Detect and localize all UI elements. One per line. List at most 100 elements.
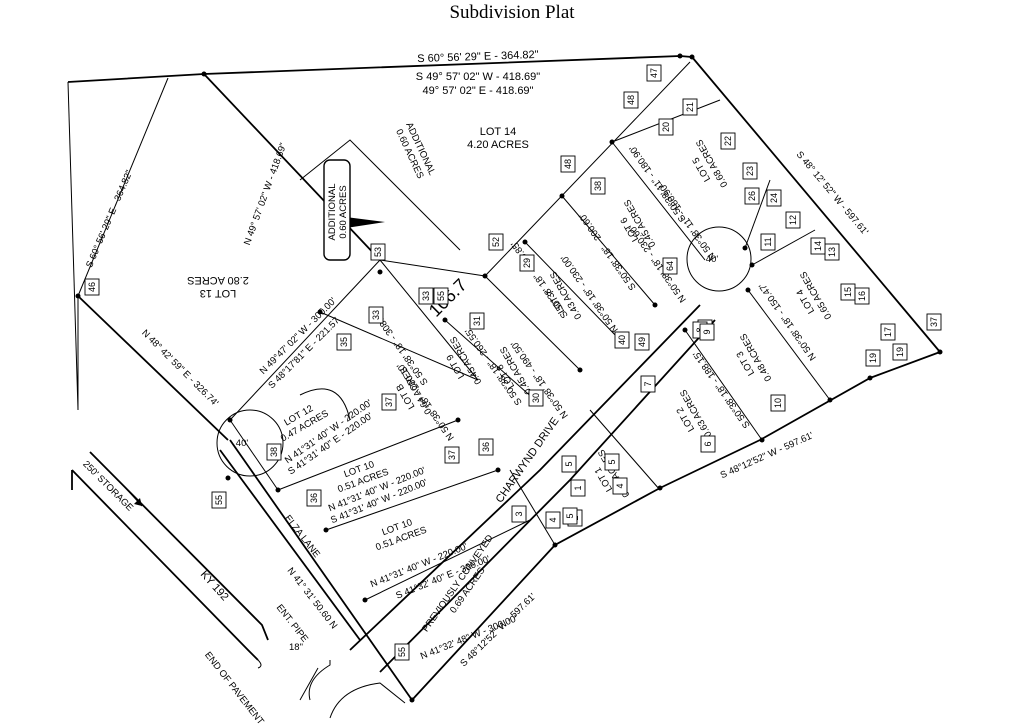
svg-text:24: 24: [769, 193, 779, 203]
svg-text:26: 26: [747, 191, 757, 201]
svg-text:5: 5: [607, 459, 617, 464]
marker-33: 36: [306, 489, 322, 507]
marker-10: 10: [770, 394, 786, 412]
svg-text:4: 4: [615, 483, 625, 488]
marker-30: 33: [418, 287, 434, 305]
marker-46: 53: [370, 243, 386, 261]
svg-text:5: 5: [565, 513, 575, 518]
marker-26: 29: [519, 254, 535, 272]
svg-text:53: 53: [373, 247, 383, 257]
svg-text:55: 55: [397, 647, 407, 657]
svg-text:3: 3: [514, 511, 524, 516]
marker-5: 5: [604, 453, 620, 471]
svg-text:31: 31: [472, 316, 482, 326]
marker-14: 14: [810, 237, 826, 255]
call-top-2: S 49° 57' 02" W - 418.69": [416, 71, 540, 83]
charwynd-drive-label: CHARWYND DRIVE: [494, 415, 562, 505]
svg-text:10: 10: [773, 398, 783, 408]
svg-text:52: 52: [491, 237, 501, 247]
marker-52: 4: [545, 511, 561, 529]
svg-text:13: 13: [827, 247, 837, 257]
svg-text:17: 17: [883, 327, 893, 337]
marker-layer: 1234567891011121314151617191920212223242…: [84, 64, 942, 661]
marker-39: 40: [614, 331, 630, 349]
marker-17: 17: [880, 323, 896, 341]
marker-4: 4: [612, 477, 628, 495]
end-pavement-label: END OF PAVEMENT: [202, 650, 266, 724]
corner-dots: [75, 53, 943, 703]
svg-text:48: 48: [626, 95, 636, 105]
call-inner-diag: N 49° 57' 02" W - 418.69": [242, 142, 289, 247]
call-right-lower: S 48°12'52" W - 597.61': [719, 430, 816, 481]
marker-7: 7: [640, 375, 656, 393]
lot-4-label: LOT 4 0.65 ACRES: [795, 269, 835, 321]
marker-9: 9: [699, 323, 715, 341]
svg-text:22: 22: [723, 136, 733, 146]
svg-text:4: 4: [548, 517, 558, 522]
lot-13-label: LOT 13 2.80 ACRES: [187, 274, 249, 299]
svg-text:36: 36: [481, 442, 491, 452]
marker-21: 21: [682, 98, 698, 116]
svg-text:38: 38: [593, 181, 603, 191]
marker-36: 37: [926, 313, 942, 331]
additional-label: ADDITIONAL 0.60 ACRES: [393, 121, 437, 181]
marker-18: 19: [865, 349, 881, 367]
marker-31: 35: [336, 333, 352, 351]
marker-20: 20: [658, 118, 674, 136]
svg-text:30: 30: [531, 393, 541, 403]
call-left-diag: S 60° 56' 29" E - 364.82": [84, 169, 135, 270]
svg-text:36: 36: [309, 493, 319, 503]
plat-title: Subdivision Plat: [449, 2, 575, 23]
svg-text:16: 16: [857, 291, 867, 301]
svg-text:40: 40: [617, 335, 627, 345]
marker-38: 38: [266, 443, 282, 461]
svg-text:5: 5: [564, 461, 574, 466]
marker-6: 6: [700, 435, 716, 453]
marker-41: 47: [646, 64, 662, 82]
svg-text:0.60 ACRES: 0.60 ACRES: [338, 185, 349, 238]
cul-de-sac-west: [216, 409, 284, 477]
svg-text:37: 37: [929, 317, 939, 327]
svg-text:23: 23: [745, 166, 755, 176]
svg-text:46: 46: [87, 282, 97, 292]
svg-text:9: 9: [702, 329, 712, 334]
svg-text:21: 21: [685, 102, 695, 112]
svg-text:37: 37: [447, 450, 457, 460]
marker-50: 64: [662, 257, 678, 275]
lot-10b-label: LOT 10 0.51 ACRES: [374, 517, 428, 553]
svg-text:2.80 ACRES: 2.80 ACRES: [187, 274, 249, 286]
svg-text:33: 33: [371, 310, 381, 320]
svg-text:35: 35: [339, 337, 349, 347]
svg-text:47: 47: [649, 68, 659, 78]
marker-49: 55: [433, 287, 449, 305]
marker-44: 49: [634, 333, 650, 351]
elza-lane-label: ELZA LANE: [282, 513, 322, 560]
svg-text:64: 64: [665, 261, 675, 271]
svg-text:15: 15: [843, 287, 853, 297]
svg-text:LOT 13: LOT 13: [200, 287, 237, 299]
ent-pipe-label: ENT. PIPE: [274, 602, 310, 644]
marker-48: 55: [211, 491, 227, 509]
svg-text:12: 12: [788, 215, 798, 225]
marker-13: 13: [824, 243, 840, 261]
lot-3-label: LOT 3 0.48 ACRES: [735, 331, 775, 383]
marker-12: 12: [785, 211, 801, 229]
ky-192-label: KY 192: [198, 569, 231, 604]
marker-29: 33: [368, 306, 384, 324]
svg-text:7: 7: [643, 381, 653, 386]
svg-text:1: 1: [573, 485, 583, 490]
marker-1: 1: [570, 479, 586, 497]
marker-45: 52: [488, 233, 504, 251]
storage-arrow-head: [134, 498, 142, 506]
lot-lines: [71, 61, 831, 719]
svg-text:33: 33: [421, 291, 431, 301]
svg-text:14: 14: [813, 241, 823, 251]
svg-text:LOT 14: LOT 14: [480, 126, 517, 138]
marker-24: 24: [766, 189, 782, 207]
marker-34: 37: [381, 393, 397, 411]
marker-37: 38: [590, 177, 606, 195]
marker-11: 11: [760, 233, 776, 251]
marker-28: 31: [469, 312, 485, 330]
cul-de-sac-east: [686, 226, 752, 292]
